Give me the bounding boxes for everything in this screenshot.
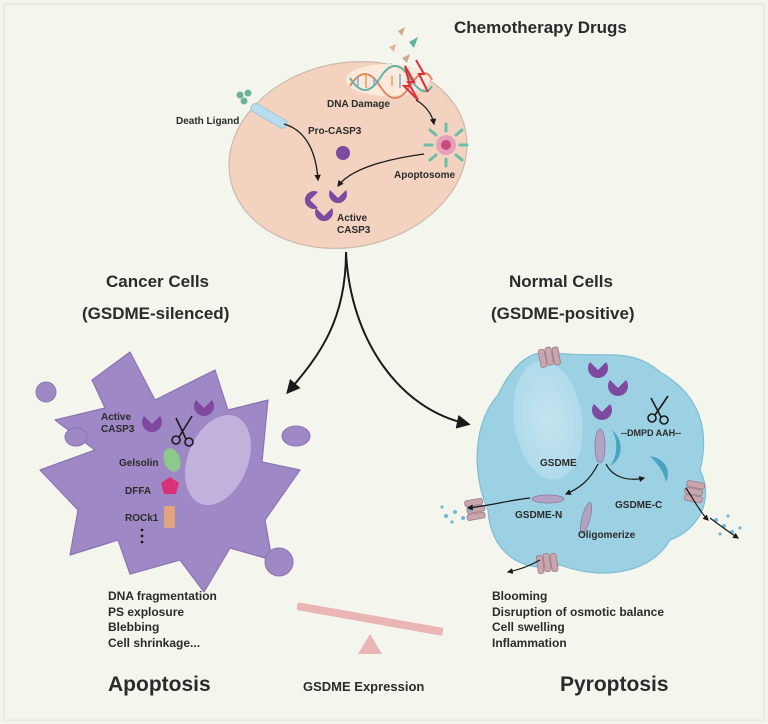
gsdme-n-label: GSDME-N: [515, 510, 563, 521]
apoptosis-outcome: Cell shrinkage...: [108, 635, 201, 650]
pacman-casp3-icon: [588, 362, 628, 420]
dna-damage-label: DNA Damage: [327, 99, 390, 110]
pyroptosis-outcome: Disruption of osmotic balance: [492, 604, 665, 619]
scissors-icon: [647, 395, 669, 425]
gsdme-expression-label: GSDME Expression: [303, 679, 425, 694]
dffa-label: DFFA: [125, 486, 152, 497]
normal-cell: [476, 351, 707, 574]
cancer-active-casp3-label: Active CASP3: [101, 412, 135, 435]
normal-cells-heading: Normal Cells: [509, 272, 613, 291]
gsdme-c-fragment: [650, 456, 669, 482]
gsdme-protein-icon: [594, 428, 621, 466]
apoptosis-outcome: PS explosure: [108, 604, 185, 619]
pro-casp3-label: Pro-CASP3: [308, 126, 362, 137]
ellipsis-dots: [140, 528, 144, 544]
normal-cells-subheading: (GSDME-positive): [491, 304, 635, 323]
apoptosome-icon: [423, 122, 469, 168]
pacman-casp3-icon: [142, 400, 214, 432]
top-active-casp3-label: Active CASP3: [337, 213, 371, 236]
gsdme-n-fragment: [579, 502, 593, 534]
chemotherapy-drugs-title: Chemotherapy Drugs: [454, 18, 627, 37]
branch-arrows: [286, 251, 471, 429]
apoptosis-outcome: DNA fragmentation: [108, 589, 217, 603]
death-ligand-receptor-icon: [236, 89, 288, 129]
apoptosome-label: Apoptosome: [394, 170, 456, 181]
gsdme-n-fragment: [531, 494, 565, 504]
pyroptosis-outcome: Inflammation: [492, 635, 567, 650]
top-pathway-arrows: [283, 99, 437, 188]
lightning-icon: [401, 59, 429, 101]
pyroptosis-outcome: Cell swelling: [492, 620, 565, 634]
cancer-cells-heading: Cancer Cells: [106, 272, 209, 291]
pyroptosis-outcome: Blooming: [492, 589, 548, 603]
apoptosis-outcome: Blebbing: [108, 620, 160, 634]
normal-pathway-arrows: [466, 463, 739, 574]
pyroptosis-title: Pyroptosis: [560, 673, 669, 696]
gsdme-label: GSDME: [540, 458, 577, 469]
gsdme-c-label: GSDME-C: [615, 500, 663, 511]
death-ligand-label: Death Ligand: [176, 116, 240, 127]
rock1-icon: [164, 506, 175, 528]
rock1-label: ROCk1: [125, 513, 159, 524]
apoptosis-title: Apoptosis: [108, 673, 211, 696]
cleavage-site-label: --DMPD AAH--: [621, 428, 682, 438]
cancer-cell: [35, 351, 311, 593]
cancer-cells-subheading: (GSDME-silenced): [82, 304, 230, 323]
scissors-icon: [171, 415, 194, 447]
apoptosis-outcomes-list: DNA fragmentation PS explosure Blebbing …: [108, 589, 217, 651]
page-frame: [3, 3, 765, 721]
dffa-icon: [161, 477, 179, 494]
pacman-casp3-icon: [304, 190, 347, 222]
gelsolin-icon: [163, 448, 181, 472]
gelsolin-label: Gelsolin: [119, 458, 159, 469]
pyroptosis-outcomes-list: Blooming Disruption of osmotic balance C…: [492, 589, 664, 651]
oligomerize-label: Oligomerize: [578, 530, 636, 541]
chemotherapy-drug-particles: [386, 27, 418, 70]
membrane-pore-icon: [464, 346, 706, 574]
pro-casp3-icon: [336, 146, 350, 160]
seesaw-icon: [296, 602, 444, 654]
